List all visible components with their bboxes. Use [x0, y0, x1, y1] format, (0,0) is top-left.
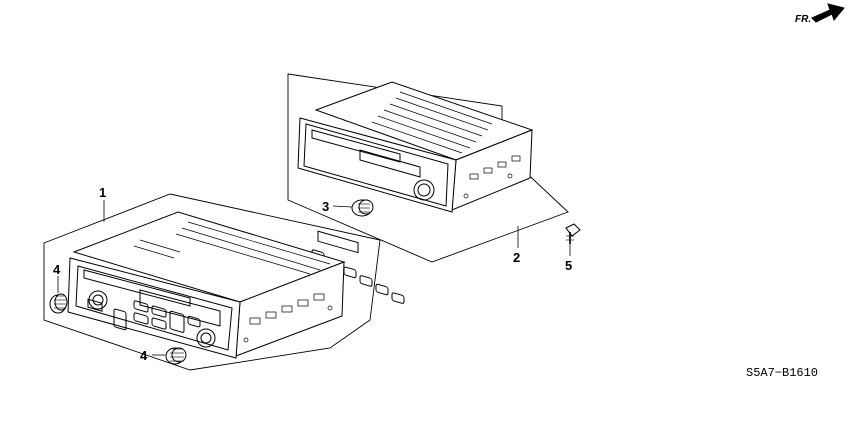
- screw-part-5: [565, 223, 581, 244]
- knob-part-4-bottom: [165, 347, 187, 365]
- rear-connectors-lower: [243, 293, 333, 343]
- callout-3: 3: [322, 199, 330, 214]
- callout-4-left: 4: [53, 262, 61, 277]
- leader-line-3: [332, 205, 353, 208]
- callout-1: 1: [99, 185, 107, 200]
- callout-4-bottom: 4: [140, 348, 148, 363]
- radio-unit-upper: [297, 81, 534, 304]
- cooling-vents-lower: [133, 221, 331, 275]
- diagram-code: S5A7−B1610: [746, 366, 819, 380]
- preset-buttons-lower: [113, 300, 201, 333]
- front-arrow-icon: [811, 3, 845, 23]
- knob-part-4-left: [49, 293, 68, 314]
- rear-connectors-upper: [463, 155, 521, 199]
- knob-part-3: [351, 199, 374, 217]
- callout-5: 5: [565, 258, 573, 273]
- front-direction-label: FR.: [795, 14, 812, 25]
- group-outline-1: [43, 193, 381, 371]
- radio-unit-lower: [67, 211, 346, 359]
- cooling-vents-upper: [371, 91, 493, 154]
- callout-2: 2: [513, 250, 521, 265]
- group-outline-2: [287, 73, 569, 263]
